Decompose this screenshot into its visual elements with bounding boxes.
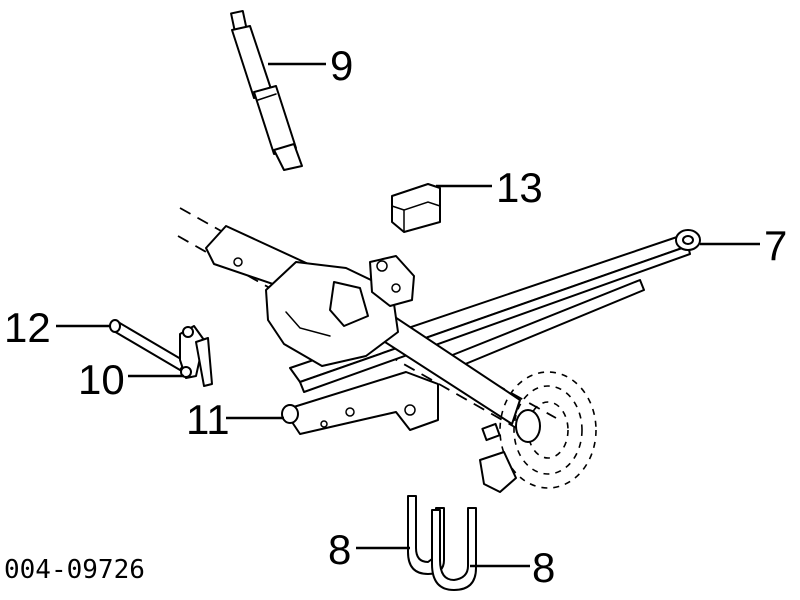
u-bolt-right [431,507,477,591]
callout-10: 10 [78,356,125,403]
callout-12: 12 [4,304,51,351]
callout-9: 9 [330,42,353,89]
callout-8-right: 8 [532,544,555,591]
callout-7: 7 [764,222,787,269]
spring-shackle [179,325,213,387]
front-spring-hanger [281,371,439,435]
callout-13: 13 [496,164,543,211]
callout-11: 11 [186,396,230,443]
figure-id: 004-09726 [4,555,145,585]
axle-housing [205,225,521,425]
brake-drum [479,371,597,493]
shock-absorber [230,9,303,171]
bump-stop-bracket [391,183,441,233]
callout-8-left: 8 [328,526,351,573]
